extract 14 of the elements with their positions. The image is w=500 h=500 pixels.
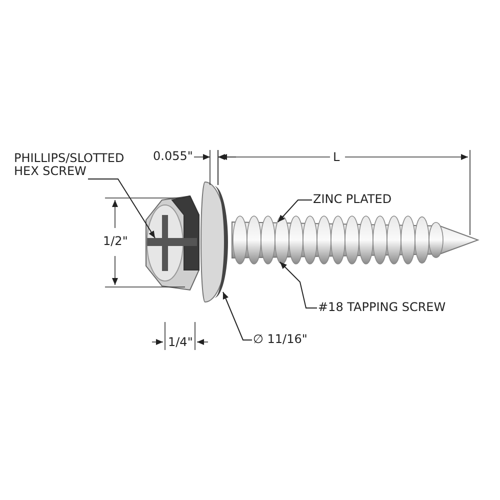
callout-text: ∅ 11/16" — [253, 333, 308, 346]
leader-line — [280, 262, 318, 308]
dimension-label: 0.055" — [153, 150, 193, 163]
callout-text: ZINC PLATED — [313, 193, 392, 206]
screw-part-drawing — [232, 216, 480, 264]
dimension-label: 1/4" — [168, 336, 193, 349]
leader-line — [278, 200, 312, 222]
dimension-label: 1/2" — [103, 235, 128, 248]
screw-part-drawing — [200, 182, 228, 302]
leader-line — [222, 292, 252, 340]
screw-part-drawing — [146, 195, 200, 291]
callout-text: #18 TAPPING SCREW — [318, 301, 446, 314]
dimension-label: L — [333, 151, 340, 164]
leader-line — [88, 178, 156, 238]
